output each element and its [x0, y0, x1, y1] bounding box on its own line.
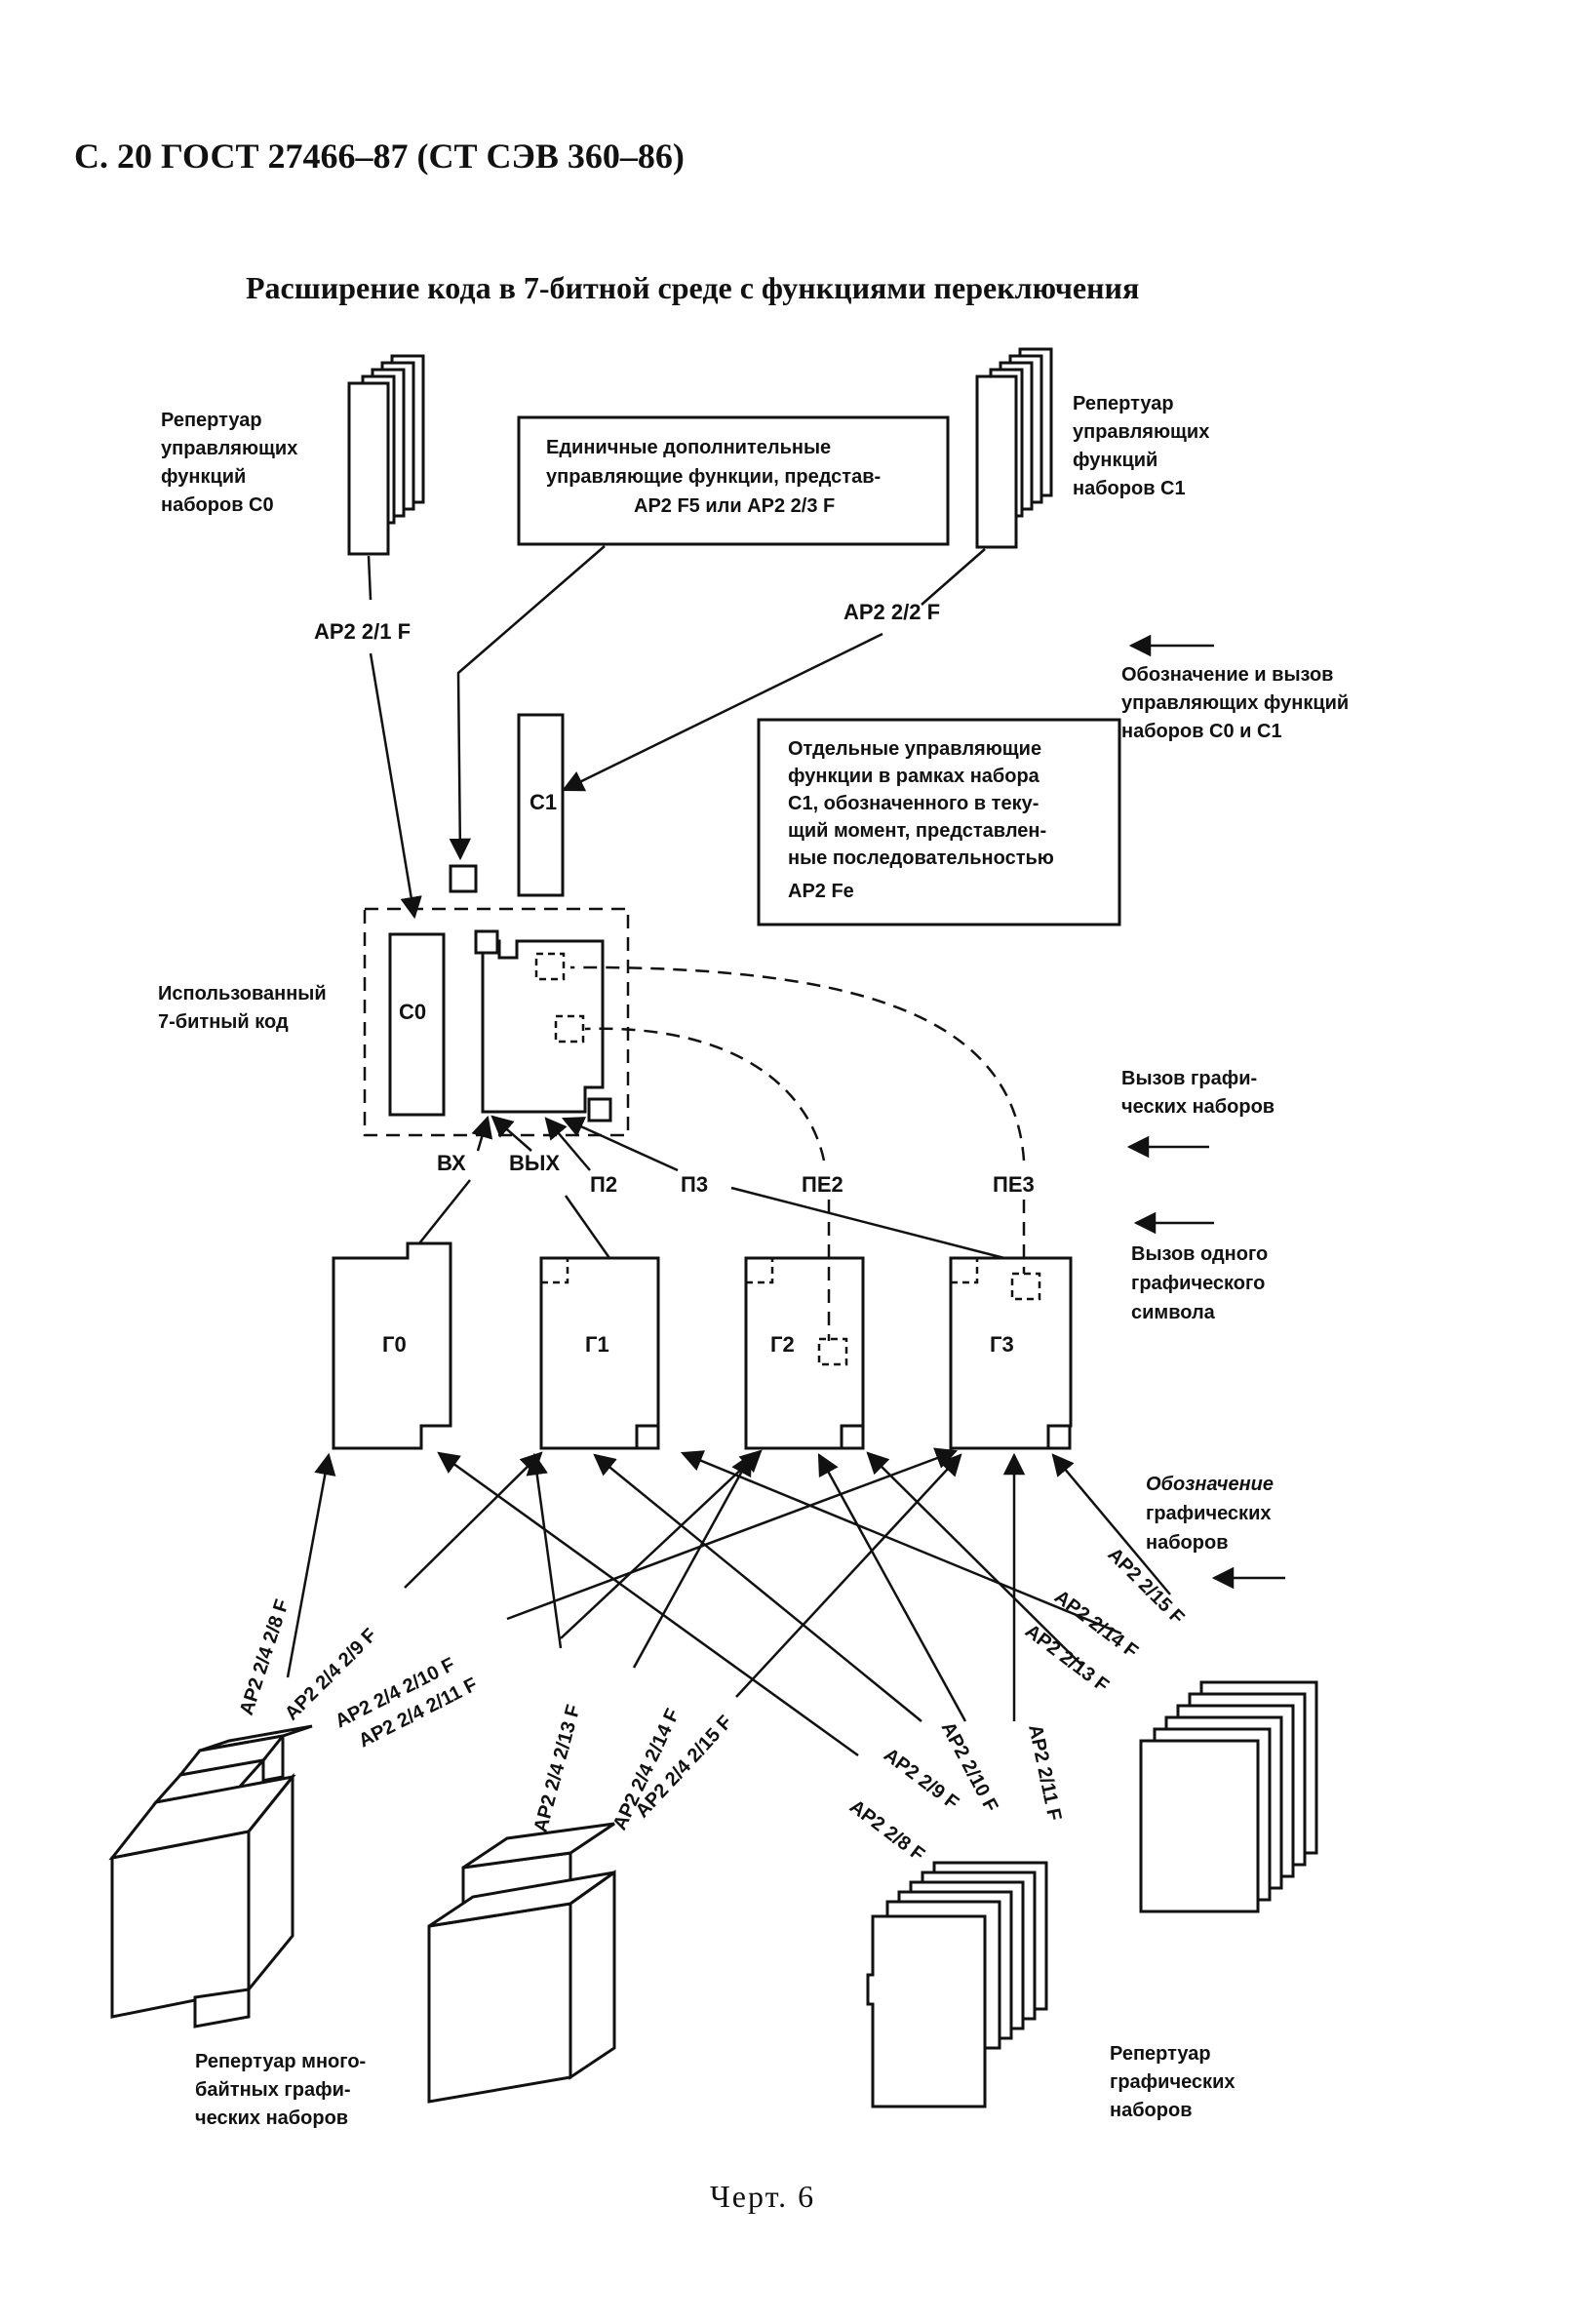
single-shift-pe3-path — [569, 965, 1026, 1162]
repertoire-c0-label: Репертуар управляющих функций наборов C0 — [161, 410, 303, 516]
shift-p3: П3 — [681, 1172, 708, 1197]
shift-vyx: ВЫХ — [509, 1151, 560, 1175]
code-c0-link: AP2 2/1 F — [314, 619, 411, 644]
code-c1-link: AP2 2/2 F — [843, 600, 940, 624]
legend-designation-c: Обозначение и вызов управляющих функций … — [1121, 664, 1354, 742]
single-functions-text: Единичные дополнительные управляющие фун… — [546, 437, 886, 517]
used-7bit-code — [363, 907, 630, 1137]
svg-text:AP2 2/15 F: AP2 2/15 F — [1103, 1544, 1188, 1629]
repertoire-multibyte-stack — [108, 1724, 313, 2029]
legend-call-one-symbol: Вызов одного графического символа — [1131, 1243, 1274, 1323]
single-shift-pe2-path — [584, 1027, 826, 1162]
svg-text:AP2 2/9 F: AP2 2/9 F — [880, 1744, 962, 1814]
separate-functions-text: Отдельные управляющие функции в рамках н… — [788, 738, 1059, 902]
repertoire-multibyte-label: Репертуар много- байтных графи- ческих н… — [195, 2051, 372, 2129]
c0-label: C0 — [399, 1000, 426, 1024]
shift-line-p3 — [561, 1117, 679, 1172]
page-header: С. 20 ГОСТ 27466–87 (СТ СЭВ 360–86) — [74, 137, 685, 176]
shift-line-vx — [471, 1115, 493, 1152]
svg-text:AP2 2/4 2/13 F: AP2 2/4 2/13 F — [530, 1703, 585, 1835]
repertoire-graphic-pages-right — [1139, 1680, 1318, 1913]
legend-call-graphic-sets: Вызов графи- ческих наборов — [1121, 1068, 1275, 1118]
arrow-c1-repertoire-to-c1 — [561, 632, 883, 792]
shift-line-g1 — [564, 1195, 611, 1259]
diagram-title: Расширение кода в 7-битной среде с функц… — [246, 270, 1139, 305]
c0-set — [388, 932, 446, 1117]
svg-text:AP2 2/4 2/8 F: AP2 2/4 2/8 F — [236, 1596, 294, 1717]
shift-line-g3 — [730, 1186, 1005, 1260]
used-code-graphic-area — [481, 939, 605, 1114]
g2-label: Г2 — [770, 1332, 795, 1357]
repertoire-c1-stack — [975, 347, 1053, 549]
shift-vx: ВХ — [437, 1151, 466, 1175]
designation-lines — [286, 1447, 1171, 1757]
g0-set — [332, 1241, 452, 1450]
c1-label: C1 — [530, 790, 557, 814]
shift-line-p2 — [544, 1117, 591, 1171]
repertoire-graphic-pages-middle — [866, 1861, 1048, 2108]
single-function-square — [449, 864, 478, 893]
c1-set — [517, 713, 565, 897]
separate-functions-box — [757, 718, 1121, 926]
legend-designation-graphic: Обозначение графических наборов — [1146, 1474, 1279, 1554]
single-functions-box — [517, 415, 950, 546]
shift-p2: П2 — [590, 1172, 617, 1197]
arrow-c0-repertoire-to-c0 — [369, 652, 422, 920]
figure-caption: Черт. 6 — [710, 2179, 815, 2214]
arrow-single-functions — [449, 545, 606, 861]
svg-text:AP2 2/11 F: AP2 2/11 F — [1024, 1722, 1065, 1822]
shift-pe2: ПЕ2 — [802, 1172, 843, 1197]
repertoire-graphic-label: Репертуар графических наборов — [1110, 2043, 1240, 2121]
svg-text:AP2 2/8 F: AP2 2/8 F — [845, 1795, 928, 1866]
g0-label: Г0 — [382, 1332, 407, 1357]
shift-pe3: ПЕ3 — [993, 1172, 1035, 1197]
g1-label: Г1 — [585, 1332, 609, 1357]
repertoire-c1-label: Репертуар управляющих функций наборов C1 — [1073, 393, 1215, 499]
repertoire-multibyte-stack-2 — [427, 1822, 616, 2104]
shift-line-vyx — [490, 1115, 532, 1152]
designation-code-labels: AP2 2/4 2/8 F AP2 2/4 2/9 F AP2 2/4 2/10… — [236, 1544, 1189, 1866]
repertoire-c0-stack — [347, 354, 425, 556]
g3-label: Г3 — [990, 1332, 1014, 1357]
used-code-label: Использованный 7-битный код — [158, 983, 332, 1033]
